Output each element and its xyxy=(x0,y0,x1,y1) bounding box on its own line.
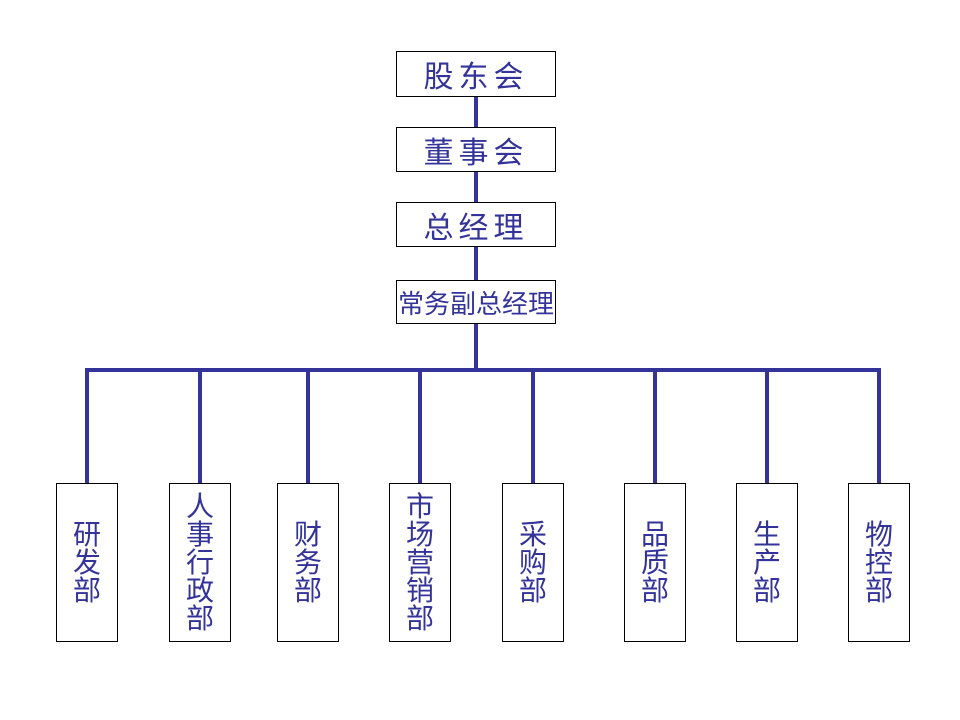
connector-deputy-trunk xyxy=(474,324,478,370)
dept-hr-admin-label: 人事行政部 xyxy=(186,490,215,634)
node-dept-procurement: 采购部 xyxy=(502,483,564,642)
node-dept-finance: 财务部 xyxy=(277,483,339,642)
dept-finance-label: 财务部 xyxy=(294,518,323,606)
dept-procurement-label: 采购部 xyxy=(519,518,548,606)
connector-drop-4 xyxy=(418,368,422,483)
connector-shareholders-board xyxy=(474,97,478,127)
connector-drop-3 xyxy=(306,368,310,483)
dept-material-control-label: 物控部 xyxy=(865,518,894,606)
node-board-of-directors: 董事会 xyxy=(396,127,556,172)
node-dept-rd: 研发部 xyxy=(56,483,118,642)
connector-board-gm xyxy=(474,172,478,202)
node-dept-marketing: 市场营销部 xyxy=(389,483,451,642)
connector-drop-8 xyxy=(877,368,881,483)
connector-drop-7 xyxy=(765,368,769,483)
connector-drop-5 xyxy=(531,368,535,483)
node-dept-material-control: 物控部 xyxy=(848,483,910,642)
connector-drop-2 xyxy=(198,368,202,483)
node-shareholders-meeting: 股东会 xyxy=(396,51,556,97)
dept-marketing-label: 市场营销部 xyxy=(406,490,435,634)
node-executive-deputy-gm: 常务副总经理 xyxy=(396,280,556,324)
connector-trunk xyxy=(85,368,881,372)
node-dept-quality: 品质部 xyxy=(624,483,686,642)
dept-rd-label: 研发部 xyxy=(73,518,102,606)
node-general-manager: 总经理 xyxy=(396,202,556,247)
connector-gm-deputy xyxy=(474,247,478,280)
connector-drop-6 xyxy=(653,368,657,483)
node-dept-production: 生产部 xyxy=(736,483,798,642)
dept-production-label: 生产部 xyxy=(753,518,782,606)
node-dept-hr-admin: 人事行政部 xyxy=(169,483,231,642)
connector-drop-1 xyxy=(85,368,89,483)
dept-quality-label: 品质部 xyxy=(641,518,670,606)
